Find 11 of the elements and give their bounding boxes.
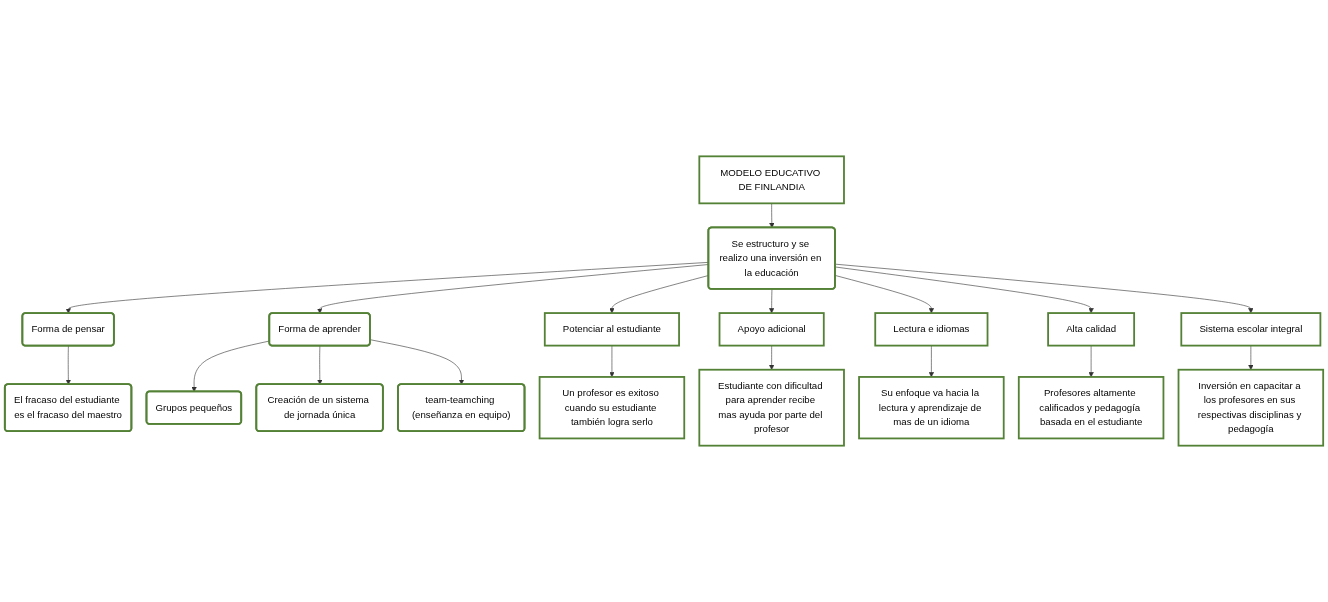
node-box: Estudiante con dificultad para aprender recibe mas ayuda por parte del profesor [698, 368, 845, 447]
node-box: Profesores altamente calificados y pedagogía basada en el estudiante [1017, 376, 1165, 440]
node-box: Un profesor es exitoso cuando su estudiante también logra serlo [538, 376, 686, 440]
node-box: Inversión en capacitar a los profesores en sus respectivas disciplinas y pedagogía [1177, 368, 1325, 447]
node-box: MODELO EDUCATIVO DE FINLANDIA [698, 155, 845, 205]
node-box: Su enfoque va hacia la lectura y aprendizaje de mas de un idioma [858, 376, 1005, 440]
node-box: Sistema escolar integral [1180, 312, 1322, 347]
node-box: Lectura e idiomas [874, 312, 989, 347]
node-box: Potenciar al estudiante [543, 312, 680, 347]
node-box: Apoyo adicional [718, 312, 825, 347]
node-box: Alta calidad [1047, 312, 1136, 347]
